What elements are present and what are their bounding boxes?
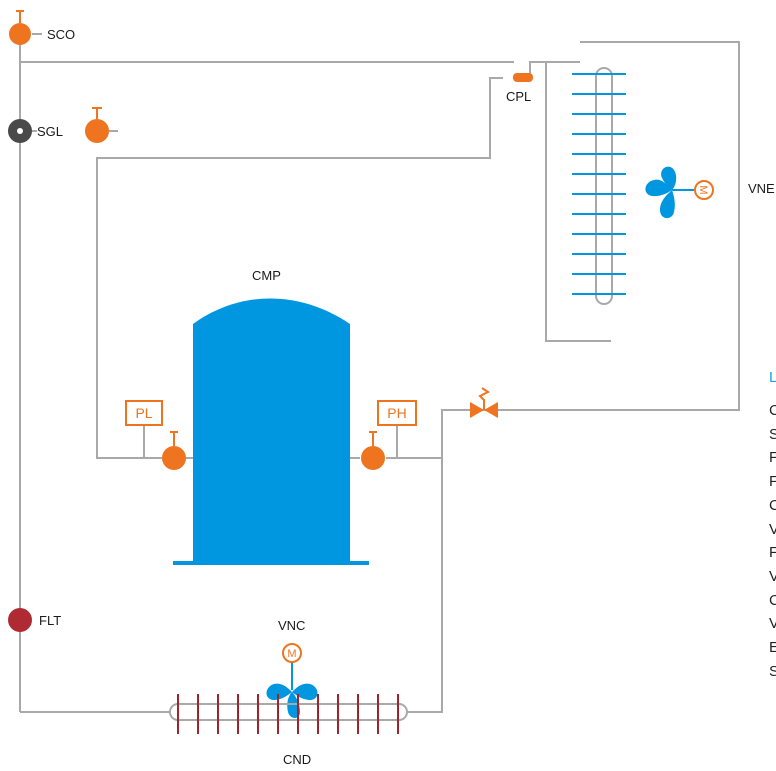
pressure-gauge-icon (361, 446, 385, 470)
svg-text:PH: PH (387, 405, 406, 421)
legend-item: V (769, 615, 776, 633)
pipes (19, 33, 740, 713)
compressor-base (173, 561, 369, 565)
motor-icon (282, 643, 302, 663)
motor-icon: M (694, 180, 714, 200)
capillary-icon (513, 73, 533, 82)
filter-drier-icon (8, 608, 32, 632)
legend-item: S (769, 662, 776, 680)
legend-item: V (769, 567, 776, 585)
cmp-label: CMP (252, 268, 281, 283)
sco-gauge[interactable] (9, 10, 31, 45)
flt-filter[interactable] (8, 608, 32, 632)
legend-item: C (769, 402, 776, 419)
cmp-compressor[interactable] (173, 298, 369, 566)
legend-item: S (769, 425, 776, 443)
pl-switch[interactable]: PL (125, 400, 163, 426)
cpl-capillary[interactable] (513, 73, 533, 82)
pipe-cpl-to-evaporator (529, 61, 580, 78)
pipe-discharge (386, 457, 443, 713)
suction-gauge[interactable] (85, 107, 109, 143)
legend-item: F (769, 473, 776, 491)
pressure-gauge-icon (162, 446, 186, 470)
evaporator-coil (572, 67, 626, 305)
ph-gauge[interactable] (361, 431, 385, 470)
legend-item: C (769, 591, 776, 609)
expansion-valve[interactable] (470, 387, 498, 418)
legend-item: V (769, 520, 776, 538)
cnd-label: CND (283, 752, 311, 767)
condenser-coil (169, 694, 408, 734)
vne-fan[interactable]: M (645, 166, 714, 219)
flt-label: FLT (39, 613, 61, 628)
legend-item: E (769, 639, 776, 657)
sco-label: SCO (47, 27, 75, 42)
evaporator-enclosure (441, 41, 740, 483)
legend-item: F (769, 544, 776, 562)
svg-text:M: M (287, 648, 296, 660)
gauge-stem (16, 10, 24, 23)
legend-item: F (769, 449, 776, 467)
fan-icon (645, 166, 677, 219)
expansion-valve-icon (470, 402, 498, 418)
vne-label: VNE (748, 181, 775, 196)
compressor-body-lower (193, 324, 350, 564)
sgl-sight-glass[interactable] (8, 119, 32, 143)
pressure-gauge-icon (9, 23, 31, 45)
svg-text:PL: PL (135, 405, 152, 421)
vnc-label: VNC (278, 618, 305, 633)
legend-heading: L (769, 369, 776, 386)
legend-list: C S F F C V F V C V E S (769, 399, 776, 683)
svg-text:M: M (697, 185, 709, 194)
sgl-label: SGL (37, 124, 63, 139)
vnc-motor[interactable]: M (282, 643, 302, 690)
pipe-cpl-down (96, 77, 503, 459)
pressure-gauge-icon (85, 119, 109, 143)
pl-gauge[interactable] (162, 431, 186, 470)
evaporator-inner-line (545, 62, 611, 342)
legend-item: C (769, 496, 776, 514)
cpl-label: CPL (506, 89, 531, 104)
ph-switch[interactable]: PH (377, 400, 417, 426)
